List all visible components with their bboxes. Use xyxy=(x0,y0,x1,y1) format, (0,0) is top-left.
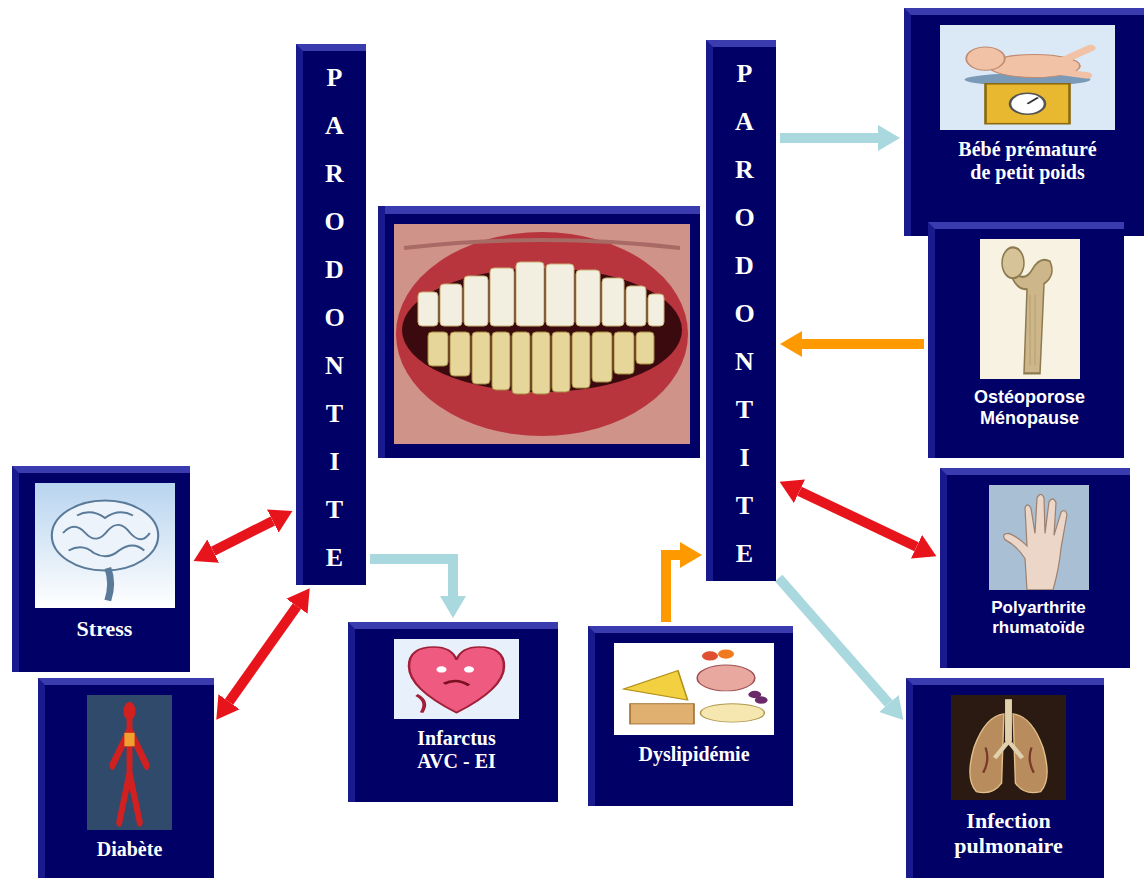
photo-gums xyxy=(396,232,688,436)
parodontite-band: PARODONTITE xyxy=(296,44,366,585)
box-label: Ostéoporose Ménopause xyxy=(960,387,1100,428)
condition-icon xyxy=(35,483,175,608)
condition-icon xyxy=(394,639,519,719)
condition-icon-image xyxy=(87,695,172,830)
box-label: Infection pulmonaire xyxy=(939,808,1079,859)
box-label: Diabète xyxy=(97,838,163,861)
condition-icon-image xyxy=(394,639,519,719)
condition-icon-image xyxy=(614,643,774,735)
parodontite-band: PARODONTITE xyxy=(706,40,776,581)
condition-icon xyxy=(614,643,774,735)
box-label: Polyarthrite rhumatoïde xyxy=(964,598,1114,637)
condition-box: Bébé prématuré de petit poids xyxy=(904,8,1144,236)
condition-icon-image xyxy=(980,239,1080,379)
condition-box: Stress xyxy=(12,466,190,672)
upper-teeth xyxy=(418,262,664,326)
connector-arrow xyxy=(666,555,680,622)
condition-box: Infarctus AVC - EI xyxy=(348,622,558,802)
connector-arrow xyxy=(229,606,297,702)
box-label: Infarctus AVC - EI xyxy=(402,727,512,773)
condition-icon xyxy=(951,695,1066,800)
condition-box: Infection pulmonaire xyxy=(906,678,1104,878)
connector-arrow xyxy=(799,491,916,547)
condition-box: Dyslipidémie xyxy=(588,626,793,806)
condition-box: Ostéoporose Ménopause xyxy=(928,222,1124,458)
box-label: Stress xyxy=(77,616,133,641)
connector-arrow xyxy=(780,133,878,143)
connector-arrow xyxy=(802,339,924,349)
condition-icon xyxy=(87,695,172,830)
photo-frame xyxy=(385,214,700,458)
condition-icon xyxy=(940,25,1115,130)
condition-icon xyxy=(980,239,1080,379)
vertical-label: PARODONTITE xyxy=(733,50,755,578)
box-label: Bébé prématuré de petit poids xyxy=(953,138,1103,184)
condition-icon xyxy=(989,485,1089,590)
connector-arrow xyxy=(370,559,453,596)
condition-icon-image xyxy=(989,485,1089,590)
condition-icon-image xyxy=(951,695,1066,800)
photo-frame-side xyxy=(378,206,385,458)
photo-skin xyxy=(394,224,690,444)
connector-arrow xyxy=(779,578,889,703)
condition-box: Polyarthrite rhumatoïde xyxy=(940,468,1130,668)
photo-frame-top xyxy=(378,206,700,214)
lower-teeth xyxy=(428,332,654,394)
upper-lip xyxy=(404,240,680,248)
condition-icon-image xyxy=(940,25,1115,130)
condition-box: Diabète xyxy=(38,678,214,878)
condition-icon-image xyxy=(35,483,175,608)
mouth-photo xyxy=(378,206,700,458)
connector-arrow xyxy=(213,521,273,551)
vertical-label: PARODONTITE xyxy=(323,54,345,582)
box-label: Dyslipidémie xyxy=(638,743,749,766)
